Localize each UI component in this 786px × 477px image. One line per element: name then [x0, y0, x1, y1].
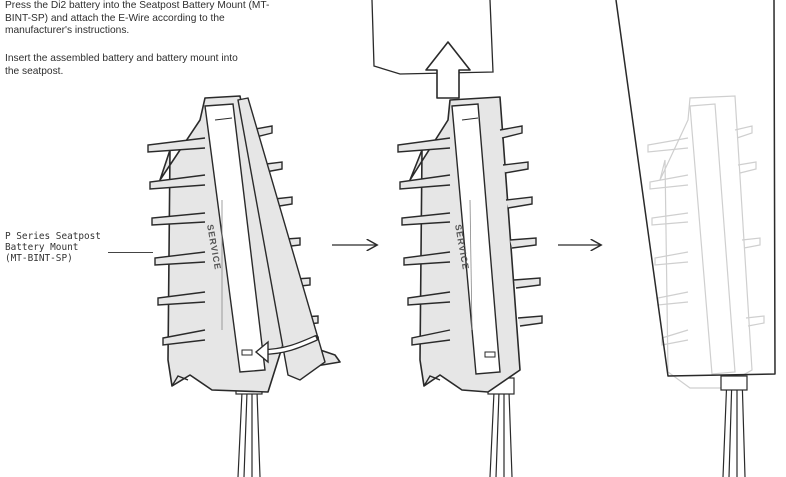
seatpost-body-3	[615, 0, 776, 377]
cable-bundle-2	[487, 377, 515, 477]
mount-rail-1	[237, 97, 326, 381]
panel-1-mount-with-battery: SERVICE	[147, 95, 341, 477]
seatpost-edge-2	[371, 0, 494, 75]
panel-2-mount-insertion: SERVICE	[371, 0, 543, 477]
arrow-up-icon	[425, 41, 471, 99]
mount-fins-left-2	[397, 137, 451, 346]
mount-fins-right-2	[499, 125, 543, 327]
panel-3-installed-in-seatpost	[615, 0, 776, 477]
callout-leader-line	[108, 252, 153, 253]
ghost-mount-3	[647, 95, 765, 389]
cable-bundle-1	[235, 377, 263, 477]
callout-line-3: (MT-BINT-SP)	[5, 253, 73, 265]
di2-battery-2	[451, 103, 501, 375]
mount-fins-left-1	[147, 137, 206, 346]
cable-bundle-3	[720, 375, 748, 477]
callout-line-2: Battery Mount	[5, 242, 79, 254]
callout-label: P Series Seatpost Battery Mount (MT-BINT…	[5, 231, 101, 265]
instruction-step-2: Insert the assembled battery and battery…	[5, 53, 238, 77]
callout-line-1: P Series Seatpost	[5, 231, 101, 242]
di2-battery-1	[204, 103, 266, 373]
instruction-step-1: Press the Di2 battery into the Seatpost …	[5, 0, 270, 37]
